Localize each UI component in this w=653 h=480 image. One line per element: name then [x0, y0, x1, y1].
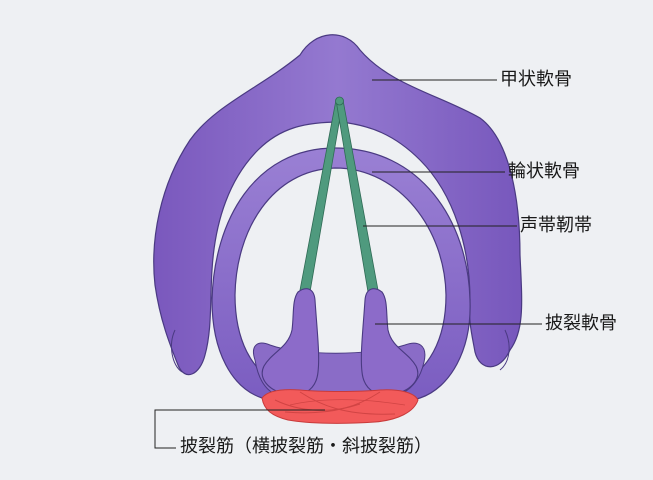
label-arytenoid-muscle: 披裂筋（横披裂筋・斜披裂筋） — [180, 436, 432, 457]
vocal-ligament-left — [299, 99, 344, 293]
leader-lines — [154, 79, 542, 449]
label-vocal-ligament: 声帯靭帯 — [520, 215, 592, 236]
arytenoid-cartilage-right — [360, 288, 419, 396]
arytenoid-muscle — [261, 389, 419, 424]
label-cricoid-cartilage: 輪状軟骨 — [508, 161, 580, 182]
arytenoid-cartilage-left — [261, 288, 320, 396]
label-arytenoid-cartilage: 披裂軟骨 — [545, 313, 617, 334]
label-thyroid-cartilage: 甲状軟骨 — [500, 69, 572, 90]
thyroid-cartilage — [153, 34, 523, 376]
